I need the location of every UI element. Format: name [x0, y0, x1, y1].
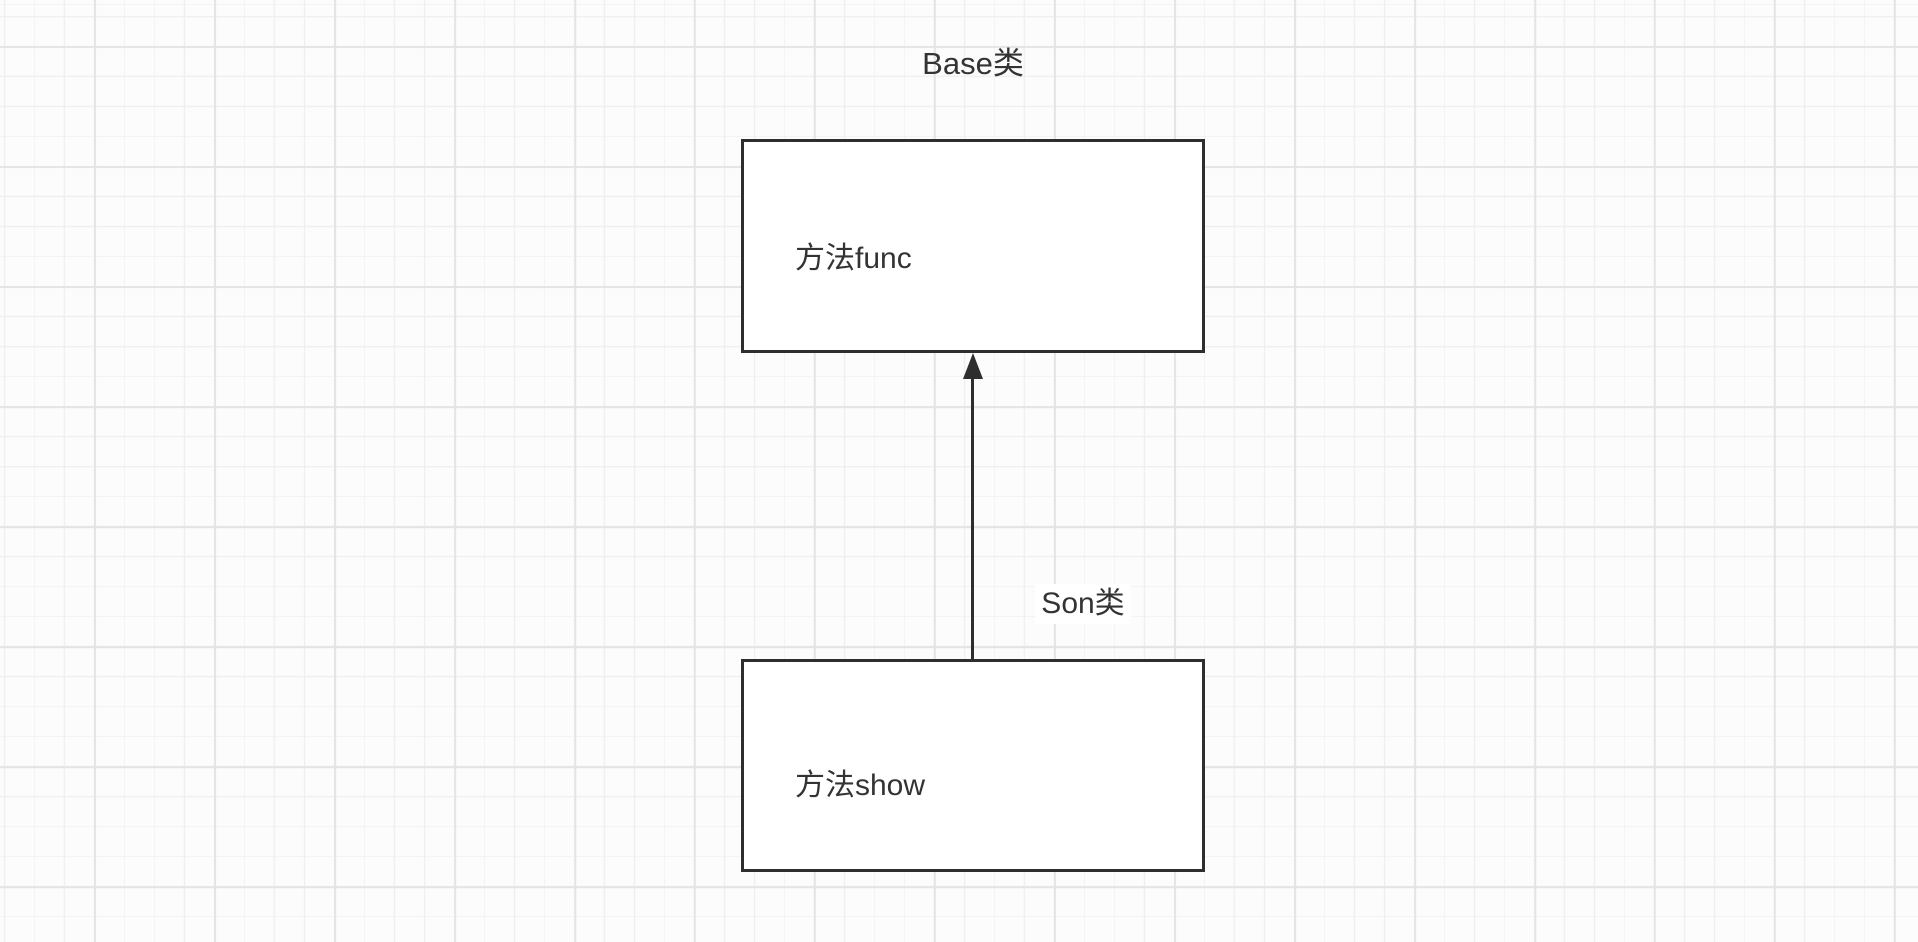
inheritance-edge-line[interactable]	[971, 376, 974, 659]
node-base-class[interactable]: 方法func	[741, 139, 1205, 353]
node-son-class[interactable]: 方法show	[741, 659, 1205, 872]
arrowhead-up-icon	[963, 353, 983, 379]
edge-label-son-class[interactable]: Son类	[1035, 584, 1131, 624]
node-base-label: 方法func	[795, 242, 912, 275]
base-class-title[interactable]: Base类	[922, 46, 1024, 81]
node-son-label: 方法show	[795, 769, 926, 802]
